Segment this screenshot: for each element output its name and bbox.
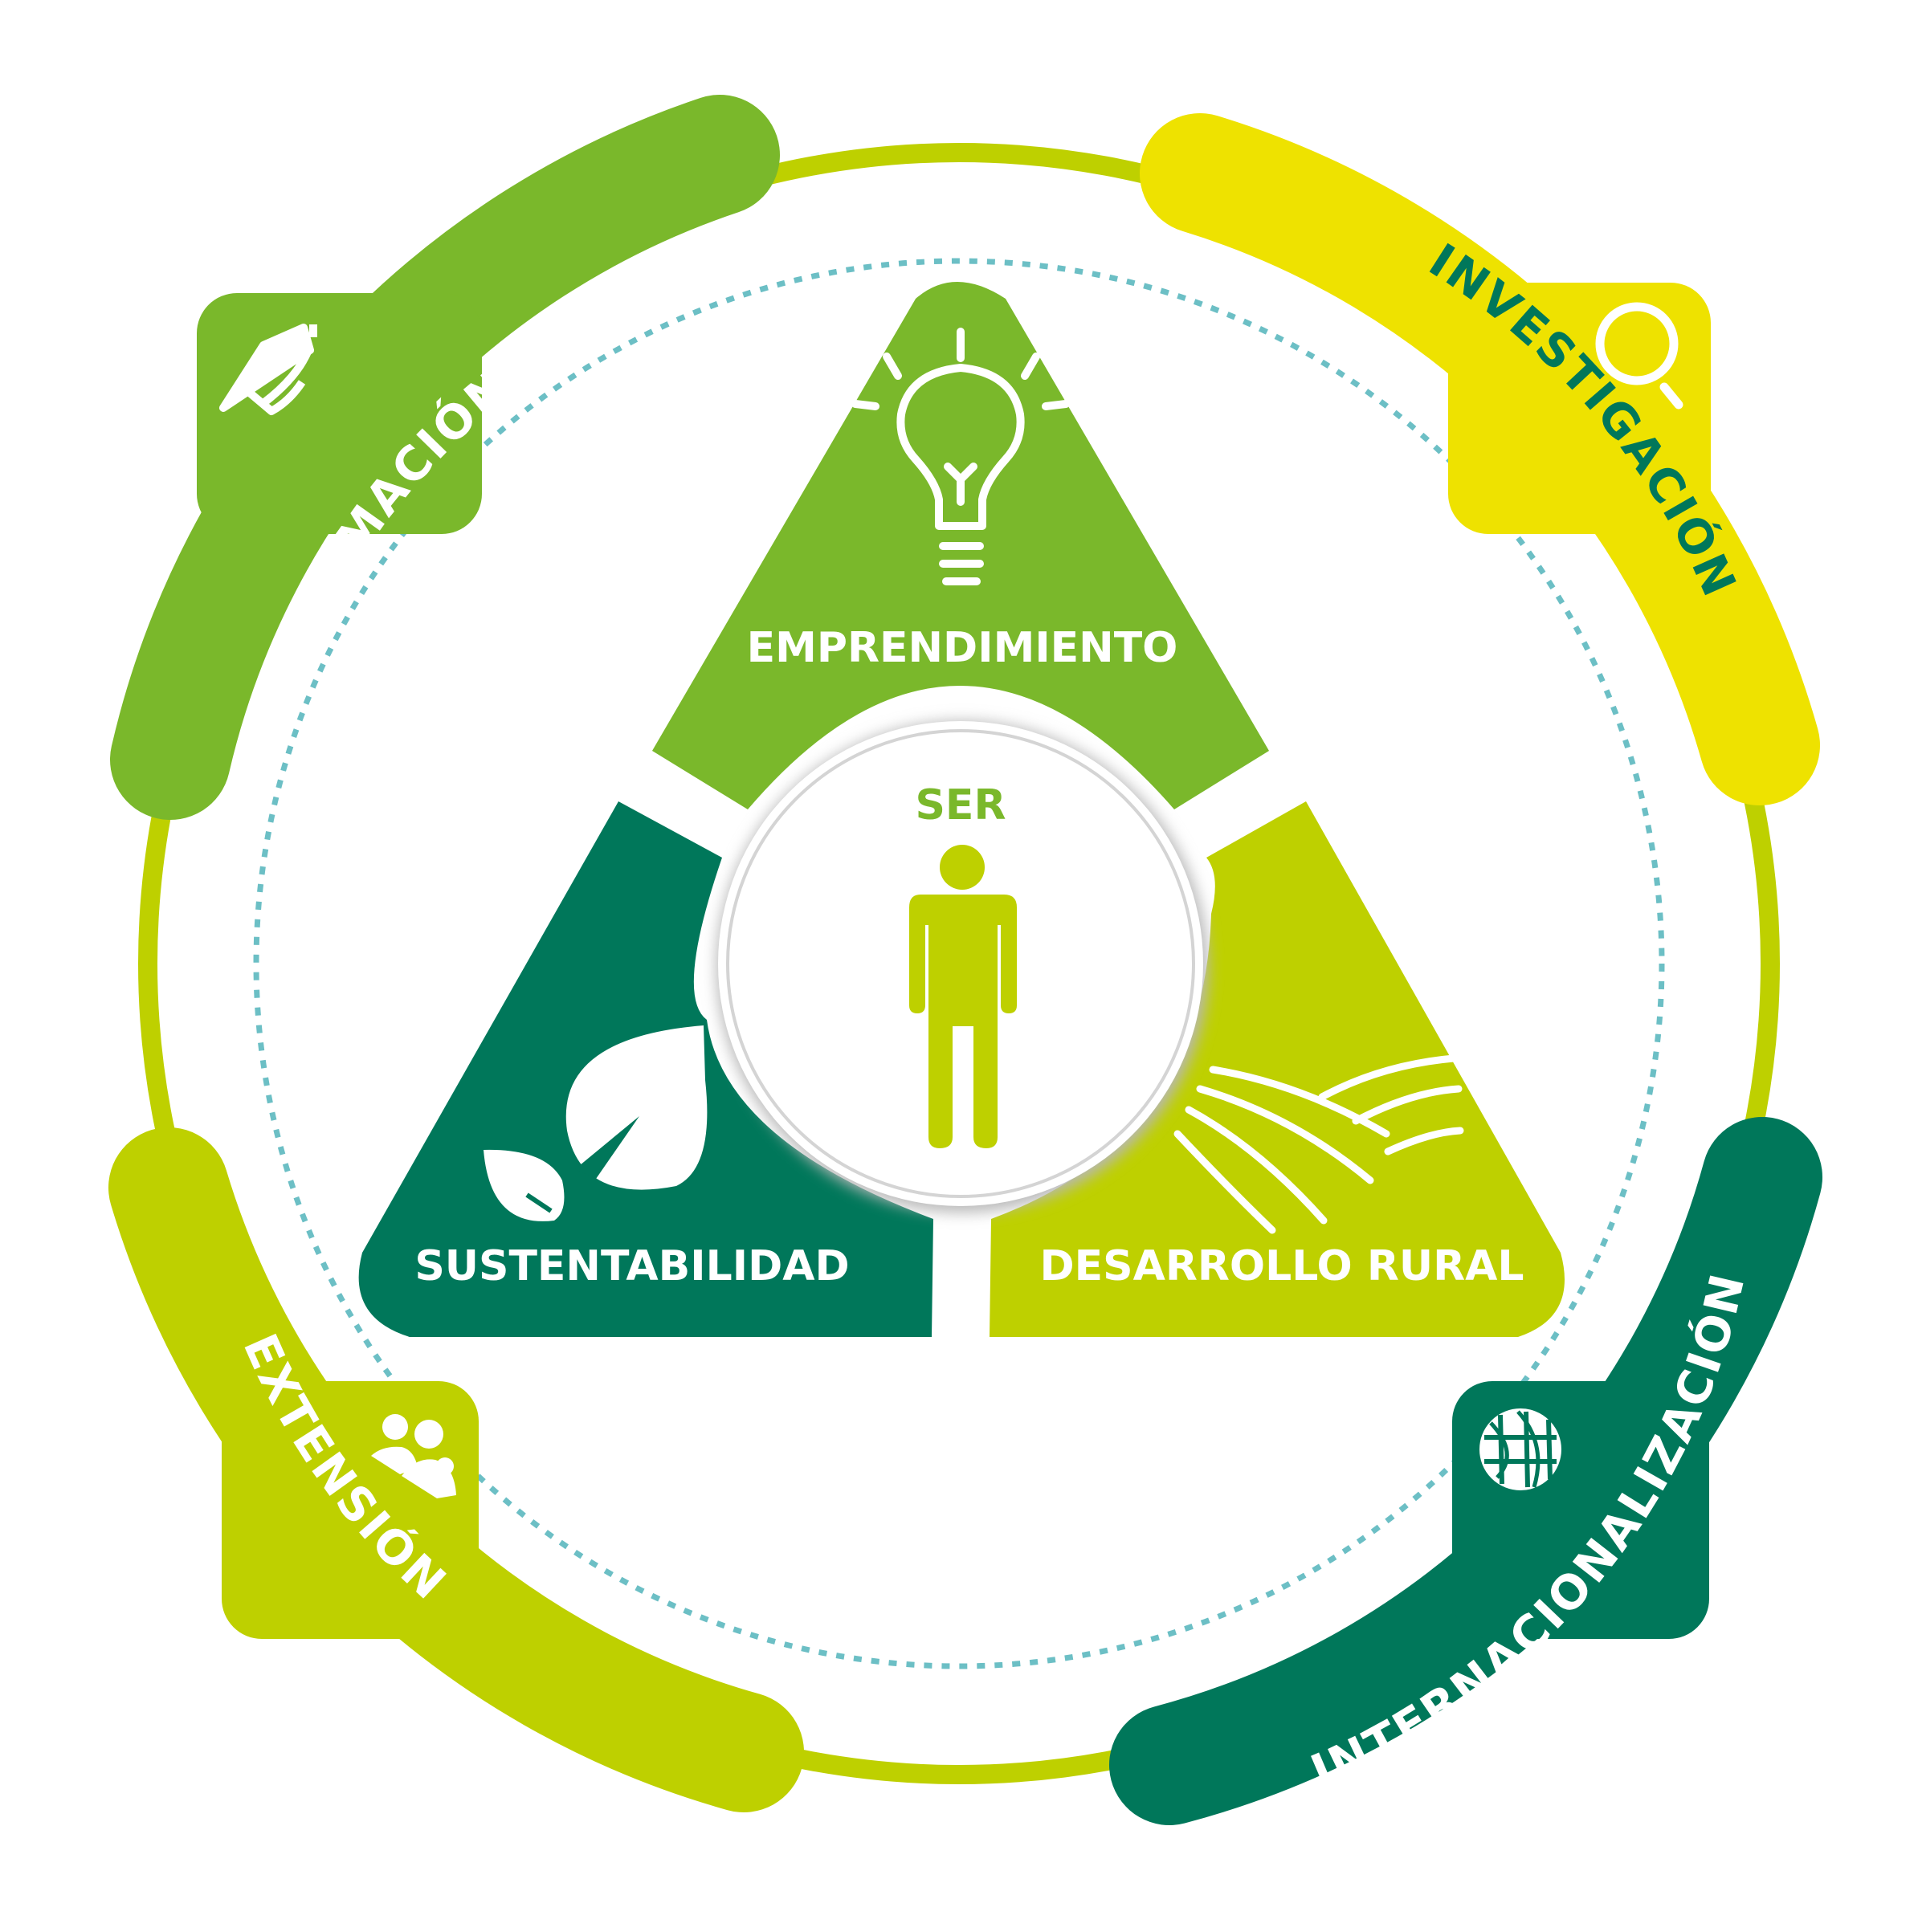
people-icon [371,1414,456,1498]
fields-icon [1173,1054,1464,1234]
graduation-cap-icon [219,324,317,415]
extension-icon-badge [222,1381,479,1639]
sustentabilidad-label: SUSTENTABILIDAD [414,1242,849,1290]
magnifier-icon [1595,302,1683,410]
investigacion-icon-badge [1448,283,1711,534]
globe-icon [1479,1408,1561,1490]
pillar-extension [108,1127,804,1812]
center-label: SER [915,781,1006,829]
center-circle-inner-ring [726,729,1195,1198]
segment-desarrollo-rural [990,801,1565,1337]
desarrollo-rural-label: DESARROLLO RURAL [1039,1242,1524,1290]
leaf-icon [484,1025,708,1221]
person-icon [909,845,1017,1148]
lightbulb-icon [851,328,1070,585]
outer-ring [138,143,1780,1784]
emprendimiento-label: EMPRENDIMIENTO [747,624,1178,672]
pillar-investigacion [1140,113,1820,805]
dotted-ring [253,258,1665,1669]
